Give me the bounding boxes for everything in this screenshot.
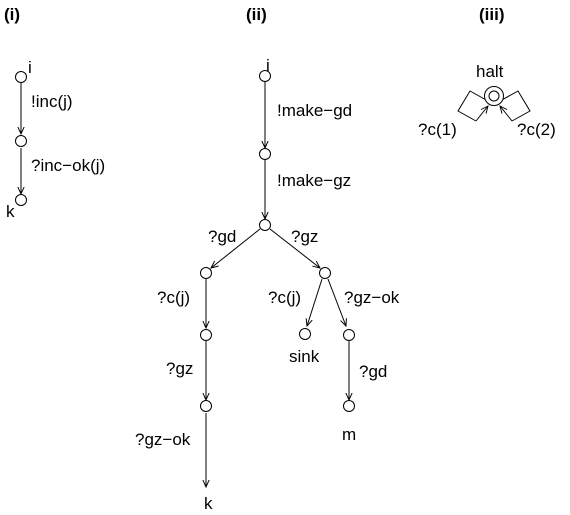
state-s5: [200, 329, 212, 341]
edge-cj-left-label: ?c(j): [157, 288, 190, 307]
state-s2: [259, 219, 271, 231]
edge-cj-right: [307, 278, 323, 326]
edge-gd-right-label: ?gd: [359, 362, 387, 381]
state-i-label: i: [266, 56, 270, 75]
edge-gz-right-label: ?gz: [291, 227, 318, 246]
self-loop-c2-arrow: [500, 106, 513, 122]
state-mid: [15, 135, 27, 147]
state-k: [15, 194, 27, 206]
state-i: [259, 70, 271, 82]
state-m: [343, 400, 355, 412]
self-loop-c2-label: ?c(2): [517, 120, 556, 139]
panel-i: i !inc(j) ?inc−ok(j) k: [6, 58, 105, 221]
edge-cj-right-label: ?c(j): [268, 288, 301, 307]
state-m-label: m: [342, 425, 356, 444]
edge-make-gz-label: !make−gz: [277, 171, 351, 190]
state-sink: [299, 328, 311, 340]
edge-gzok-right: [327, 278, 346, 326]
edge-inc-ok-label: ?inc−ok(j): [31, 156, 105, 175]
self-loop-c1: [457, 90, 489, 122]
sink-label: sink: [289, 347, 320, 366]
state-i-label: i: [28, 58, 32, 77]
edge-gzok-right-label: ?gz−ok: [344, 288, 400, 307]
state-halt-inner: [488, 90, 500, 102]
state-halt-label: halt: [476, 62, 504, 81]
panel-ii-heading: (ii): [246, 5, 267, 24]
edge-gz-right: [269, 228, 320, 268]
state-k-label: k: [6, 202, 15, 221]
edge-gd-left: [211, 228, 261, 268]
edge-gzok-left-label: ?gz−ok: [135, 430, 191, 449]
state-i: [15, 71, 27, 83]
panel-iii: halt ?c(1) ?c(2): [418, 62, 556, 139]
self-loop-c1-label: ?c(1): [418, 120, 457, 139]
edge-gd-left-label: ?gd: [208, 227, 236, 246]
edge-gz-left-label: ?gz: [166, 359, 193, 378]
panel-ii: i !make−gd !make−gz ?gd ?gz ?c(j) ?c(j) …: [135, 56, 400, 513]
state-s3: [200, 267, 212, 279]
self-loop-c1-arrow: [475, 106, 488, 122]
state-s1: [259, 148, 271, 160]
panel-i-heading: (i): [4, 5, 20, 24]
edge-inc-label: !inc(j): [31, 92, 73, 111]
panel-iii-heading: (iii): [479, 5, 505, 24]
state-s7: [200, 400, 212, 412]
state-s4: [319, 267, 331, 279]
edge-make-gd-label: !make−gd: [277, 101, 352, 120]
self-loop-c2: [499, 90, 531, 122]
state-s6: [343, 329, 355, 341]
state-k-label: k: [204, 494, 213, 513]
